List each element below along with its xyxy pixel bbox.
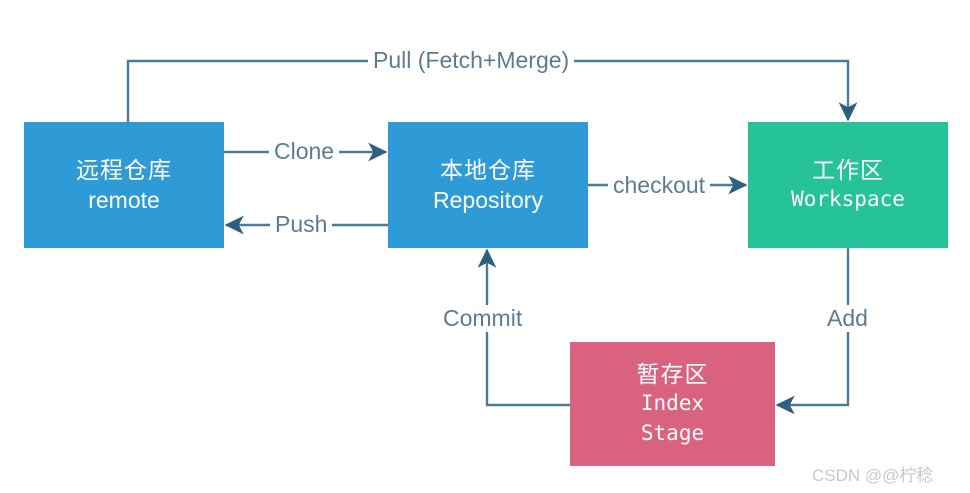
edge-add bbox=[775, 248, 850, 415]
workspace-node[interactable]: 工作区 Workspace bbox=[748, 122, 948, 248]
edge-label-commit: Commit bbox=[438, 305, 528, 332]
repository-label-en: Repository bbox=[433, 187, 543, 213]
edge-label-add: Add bbox=[822, 305, 873, 332]
workspace-label-cn: 工作区 bbox=[812, 156, 884, 183]
index-label-en: Index bbox=[640, 391, 705, 416]
index-label-en2: Stage bbox=[640, 421, 705, 446]
csdn-watermark: CSDN @@柠稔 bbox=[812, 466, 934, 485]
repository-label-cn: 本地仓库 bbox=[440, 156, 536, 183]
remote-label-en: remote bbox=[88, 187, 160, 213]
remote-label-cn: 远程仓库 bbox=[76, 156, 172, 183]
edge-label-checkout: checkout bbox=[608, 172, 711, 199]
edge-label-clone: Clone bbox=[269, 138, 340, 165]
workspace-label-en: Workspace bbox=[791, 187, 905, 212]
edge-commit bbox=[477, 248, 570, 407]
local-repository-node[interactable]: 本地仓库 Repository bbox=[388, 122, 588, 248]
remote-repository-node[interactable]: 远程仓库 remote bbox=[24, 122, 224, 248]
edge-label-push: Push bbox=[270, 211, 333, 238]
staging-area-node[interactable]: 暂存区 Index Stage bbox=[570, 342, 775, 466]
index-label-cn: 暂存区 bbox=[636, 361, 709, 387]
edge-label-pull: Pull (Fetch+Merge) bbox=[368, 47, 575, 74]
